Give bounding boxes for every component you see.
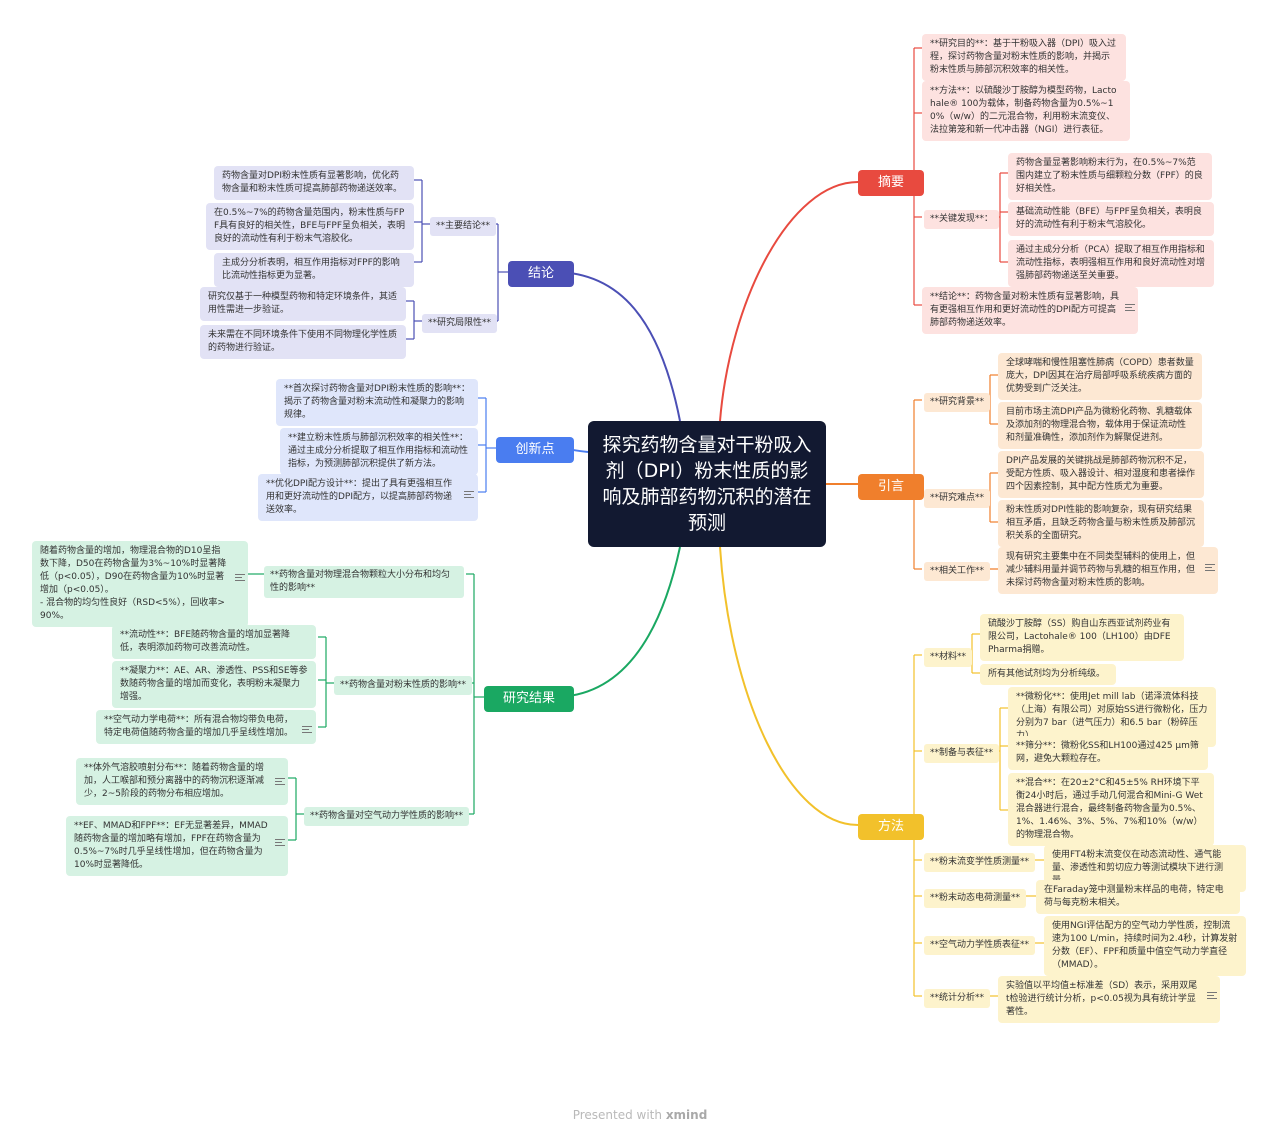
methods-rheology-label[interactable]: **粉末流变学性质测量** xyxy=(924,853,1036,872)
methods-charge-label[interactable]: **粉末动态电荷测量** xyxy=(924,889,1027,908)
conclusion-main-label[interactable]: **主要结论** xyxy=(430,217,497,236)
conclusion-limit-1[interactable]: 研究仅基于一种模型药物和特定环境条件，其适用性需进一步验证。 xyxy=(200,287,406,321)
intro-background-label[interactable]: **研究背景** xyxy=(924,393,991,412)
methods-stats[interactable]: 实验值以平均值±标准差（SD）表示，采用双尾t检验进行统计分析，p<0.05视为… xyxy=(998,976,1220,1023)
results-psd[interactable]: 随着药物含量的增加，物理混合物的D10呈指数下降，D50在药物含量为3%~10%… xyxy=(32,541,248,627)
methods-materials-2[interactable]: 所有其他试剂均为分析纯级。 xyxy=(980,664,1116,685)
results-aero-distribution[interactable]: **体外气溶胶喷射分布**：随着药物含量的增加，人工喉部和预分离器中的药物沉积逐… xyxy=(76,758,288,805)
abstract-method[interactable]: **方法**：以硫酸沙丁胺醇为模型药物，Lactohale® 100为载体，制备… xyxy=(922,81,1130,141)
branch-conclusion[interactable]: 结论 xyxy=(508,261,574,287)
central-topic-text: 探究药物含量对干粉吸入剂（DPI）粉末性质的影响及肺部药物沉积的潜在预测 xyxy=(602,434,812,534)
footer-watermark: Presented with xmind xyxy=(0,1108,1280,1122)
intro-background-2[interactable]: 目前市场主流DPI产品为微粉化药物、乳糖载体及添加剂的物理混合物，载体用于保证流… xyxy=(998,402,1202,449)
branch-introduction[interactable]: 引言 xyxy=(858,474,924,500)
abstract-finding-2[interactable]: 基础流动性能（BFE）与FPF呈负相关，表明良好的流动性有利于粉末气溶胶化。 xyxy=(1008,202,1214,236)
methods-prep-mixing[interactable]: **混合**：在20±2°C和45±5% RH环境下平衡24小时后，通过手动几何… xyxy=(1008,773,1214,846)
note-icon[interactable] xyxy=(275,778,285,787)
abstract-findings-label[interactable]: **关键发现**： xyxy=(924,210,1000,229)
innovation-3[interactable]: **优化DPI配方设计**：提出了具有更强相互作用和更好流动性的DPI配方，以提… xyxy=(258,474,478,521)
branch-methods[interactable]: 方法 xyxy=(858,814,924,840)
methods-materials-label[interactable]: **材料** xyxy=(924,648,973,667)
branch-innovation[interactable]: 创新点 xyxy=(496,437,574,463)
methods-charge[interactable]: 在Faraday笼中测量粉末样品的电荷，特定电荷与每克粉末相关。 xyxy=(1036,880,1240,914)
innovation-2[interactable]: **建立粉末性质与肺部沉积效率的相关性**：通过主成分分析提取了相互作用指标和流… xyxy=(280,428,478,475)
central-topic[interactable]: 探究药物含量对干粉吸入剂（DPI）粉末性质的影响及肺部药物沉积的潜在预测 xyxy=(588,421,826,547)
results-aero-label[interactable]: **药物含量对空气动力学性质的影响** xyxy=(304,807,470,826)
results-powder-cohesion[interactable]: **凝聚力**：AE、AR、渗透性、PSS和SE等参数随药物含量的增加而变化，表… xyxy=(112,661,316,708)
conclusion-limit-label[interactable]: **研究局限性** xyxy=(422,314,498,333)
conclusion-main-3[interactable]: 主成分分析表明，相互作用指标对FPF的影响比流动性指标更为显著。 xyxy=(214,253,414,287)
note-icon[interactable] xyxy=(464,491,474,500)
note-icon[interactable] xyxy=(302,726,312,735)
intro-difficulty-1[interactable]: DPI产品发展的关键挑战是肺部药物沉积不足，受配方性质、吸入器设计、相对湿度和患… xyxy=(998,451,1204,498)
intro-difficulty-label[interactable]: **研究难点** xyxy=(924,489,991,508)
results-powder-flow[interactable]: **流动性**：BFE随药物含量的增加显著降低，表明添加药物可改善流动性。 xyxy=(112,625,316,659)
results-aero-ef-mmad-fpf[interactable]: **EF、MMAD和FPF**：EF无显著差异，MMAD随药物含量的增加略有增加… xyxy=(66,816,288,876)
note-icon[interactable] xyxy=(275,839,285,848)
note-icon[interactable] xyxy=(1205,564,1215,573)
methods-stats-label[interactable]: **统计分析** xyxy=(924,989,991,1008)
note-icon[interactable] xyxy=(1125,304,1135,313)
intro-related-work[interactable]: 现有研究主要集中在不同类型辅料的使用上，但减少辅料用量并调节药物与乳糖的相互作用… xyxy=(998,547,1218,594)
connector-line xyxy=(719,181,859,422)
conclusion-limit-2[interactable]: 未来需在不同环境条件下使用不同物理化学性质的药物进行验证。 xyxy=(200,325,406,359)
branch-results[interactable]: 研究结果 xyxy=(484,686,574,712)
methods-prep-label[interactable]: **制备与表征** xyxy=(924,744,1000,763)
footer-prefix: Presented with xyxy=(572,1108,662,1122)
methods-materials-1[interactable]: 硫酸沙丁胺醇（SS）购自山东西亚试剂药业有限公司，Lactohale® 100（… xyxy=(980,614,1184,661)
abstract-purpose[interactable]: **研究目的**：基于干粉吸入器（DPI）吸入过程，探讨药物含量对粉末性质的影响… xyxy=(922,34,1126,81)
connector-line xyxy=(719,546,859,826)
methods-aero-label[interactable]: **空气动力学性质表征** xyxy=(924,936,1036,955)
abstract-finding-3[interactable]: 通过主成分分析（PCA）提取了相互作用指标和流动性指标，表明强相互作用和良好流动… xyxy=(1008,240,1214,287)
connector-line xyxy=(553,546,681,698)
footer-brand: xmind xyxy=(665,1108,708,1122)
abstract-conclusion[interactable]: **结论**：药物含量对粉末性质有显著影响，具有更强相互作用和更好流动性的DPI… xyxy=(922,287,1138,334)
innovation-1[interactable]: **首次探讨药物含量对DPI粉末性质的影响**：揭示了药物含量对粉末流动性和凝聚… xyxy=(276,379,478,426)
methods-prep-sieving[interactable]: **筛分**：微粉化SS和LH100通过425 μm筛网，避免大颗粒存在。 xyxy=(1008,736,1208,770)
intro-difficulty-2[interactable]: 粉末性质对DPI性能的影响复杂，现有研究结果相互矛盾，且缺乏药物含量与粉末性质及… xyxy=(998,500,1204,547)
conclusion-main-1[interactable]: 药物含量对DPI粉末性质有显著影响，优化药物含量和粉末性质可提高肺部药物递送效率… xyxy=(214,166,414,200)
branch-abstract[interactable]: 摘要 xyxy=(858,170,924,196)
conclusion-main-2[interactable]: 在0.5%~7%的药物含量范围内，粉末性质与FPF具有良好的相关性，BFE与FP… xyxy=(206,203,414,250)
abstract-finding-1[interactable]: 药物含量显著影响粉末行为，在0.5%~7%范围内建立了粉末性质与细颗粒分数（FP… xyxy=(1008,153,1212,200)
connector-line xyxy=(553,271,681,422)
note-icon[interactable] xyxy=(235,574,245,583)
note-icon[interactable] xyxy=(1207,992,1217,1001)
results-powder-charge[interactable]: **空气动力学电荷**：所有混合物均带负电荷，特定电荷值随药物含量的增加几乎呈线… xyxy=(96,710,316,744)
results-powder-label[interactable]: **药物含量对粉末性质的影响** xyxy=(334,676,473,695)
results-psd-label[interactable]: **药物含量对物理混合物颗粒大小分布和均匀性的影响** xyxy=(264,566,464,598)
intro-background-1[interactable]: 全球哮喘和慢性阻塞性肺病（COPD）患者数量庞大，DPI因其在治疗局部呼吸系统疾… xyxy=(998,353,1202,400)
intro-related-label[interactable]: **相关工作** xyxy=(924,562,991,581)
methods-aero[interactable]: 使用NGI评估配方的空气动力学性质，控制流速为100 L/min，持续时间为2.… xyxy=(1044,916,1246,976)
